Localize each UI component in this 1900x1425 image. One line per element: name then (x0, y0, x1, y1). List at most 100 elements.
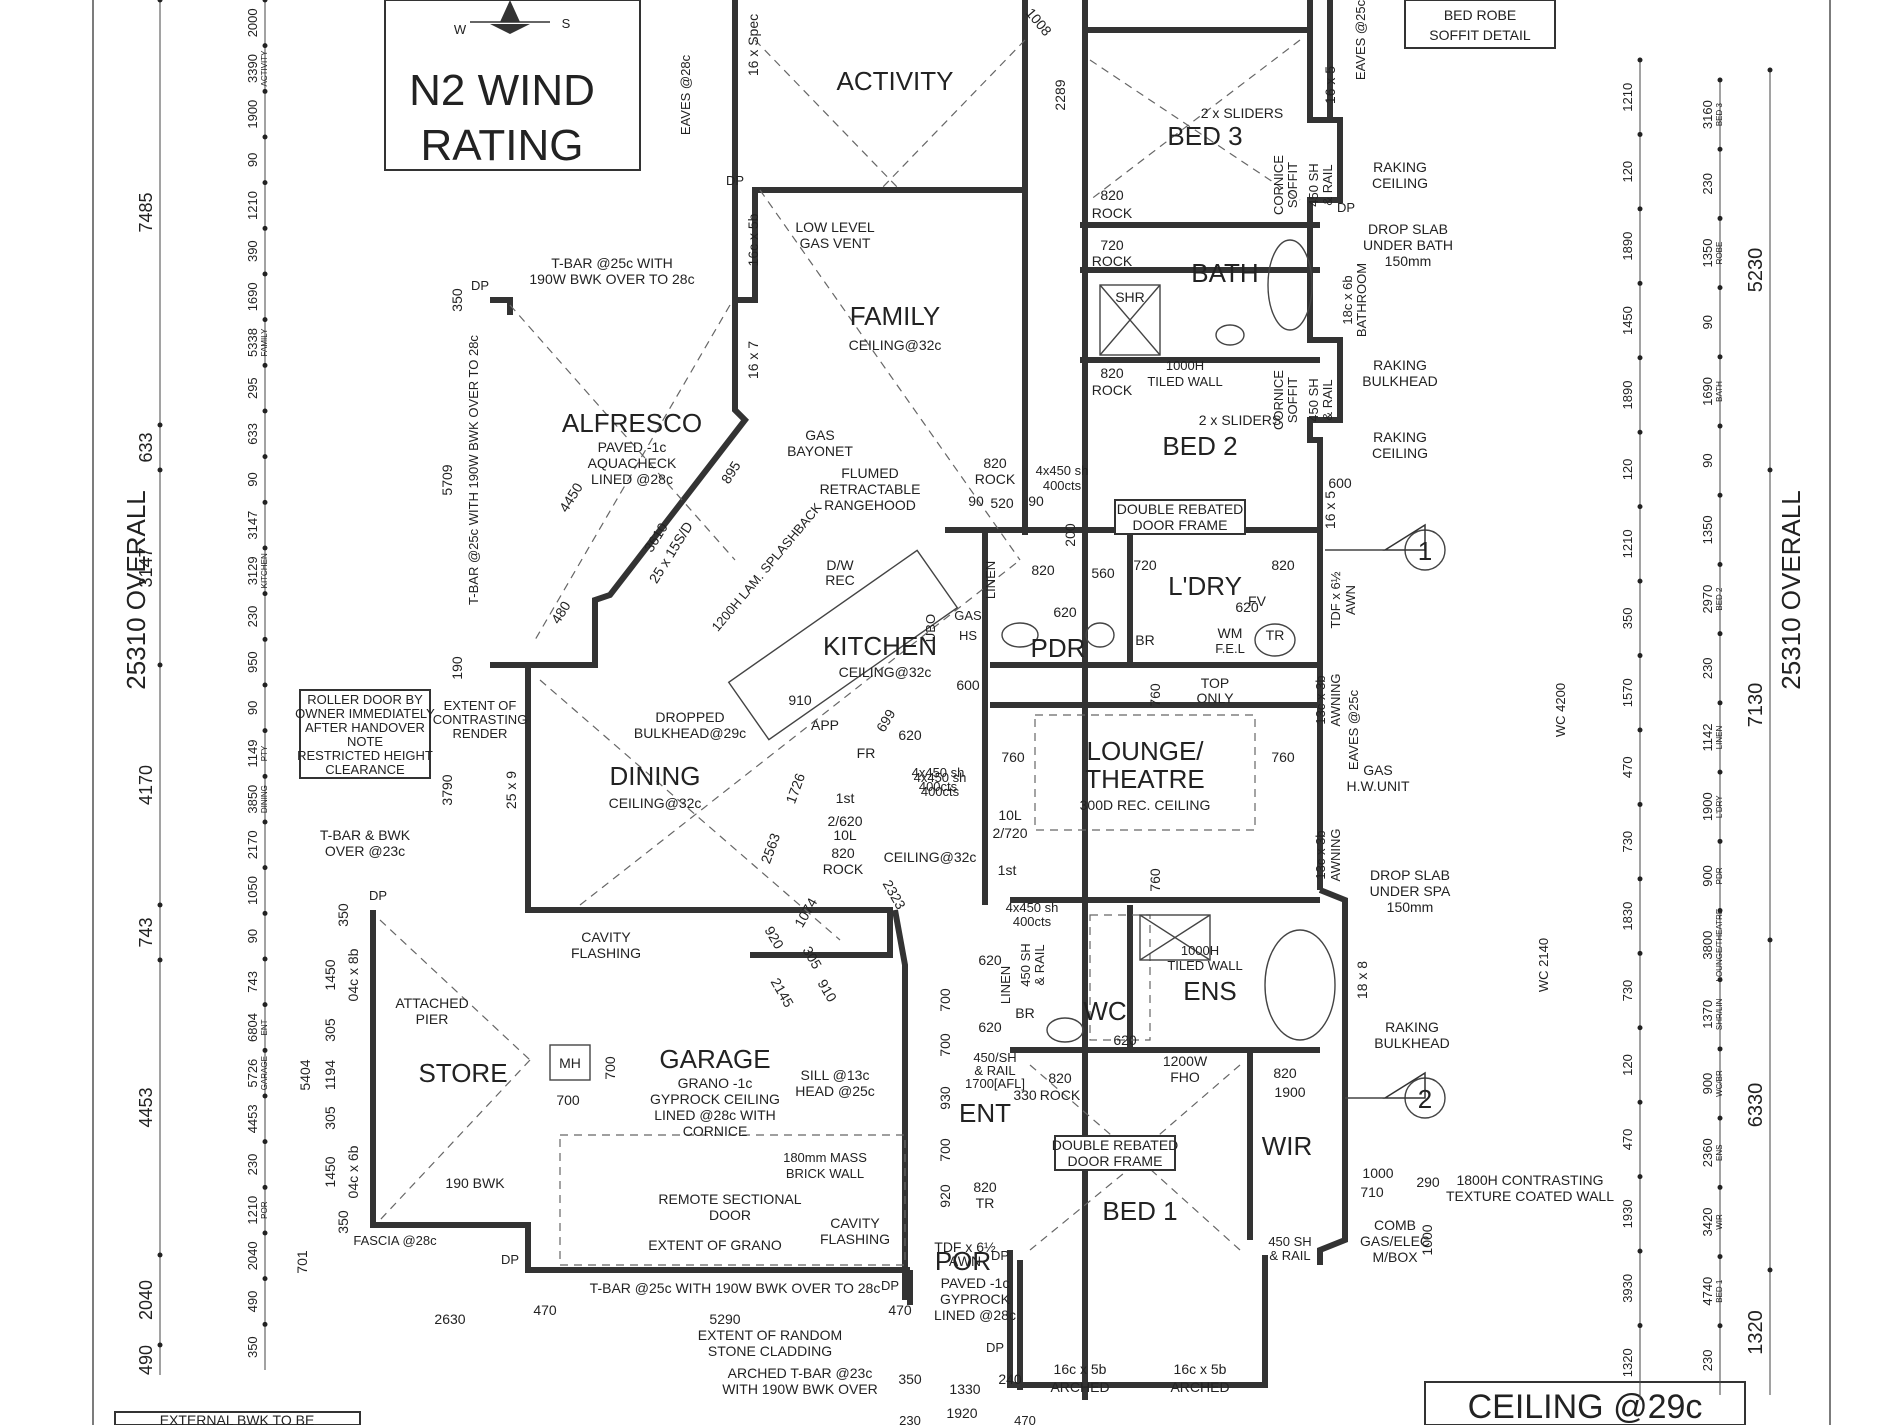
dim-dp5: DP (501, 1252, 519, 1267)
dim-16c5b: 16c x 5b (745, 213, 761, 266)
dimension-tick (157, 662, 163, 668)
garage-note3: LINED @28c WITH (654, 1107, 776, 1123)
note-splash: 1200H LAM. SPLASHBACK (709, 500, 825, 634)
dim-230-bottom: 230 (899, 1413, 921, 1425)
dim-470a: 470 (533, 1302, 557, 1318)
dim-br: BR (1135, 632, 1154, 648)
dim-04c8b: 04c x 8b (345, 948, 361, 1001)
note-bulk1b: BULKHEAD (1362, 373, 1437, 389)
note-grano-ext: EXTENT OF GRANO (648, 1237, 782, 1253)
dimension-tick (1717, 1184, 1723, 1190)
room-ldry: L'DRY (1168, 571, 1242, 601)
dimension-label: 350 (1620, 607, 1635, 629)
dimension-sublabel: FAMILY (260, 328, 269, 357)
dimension-sublabel: PTY (260, 745, 269, 761)
note-topo2: ONLY (1196, 690, 1234, 706)
dim-1900: 1900 (1274, 1084, 1305, 1100)
note-extent3: RENDER (453, 726, 508, 741)
compass-s: S (562, 16, 571, 31)
dimension-label: 1210 (245, 1196, 260, 1225)
dim-290: 290 (1416, 1174, 1440, 1190)
dim-rail3: & RAIL (974, 1063, 1015, 1078)
dimension-sublabel: SHR/LIN (1715, 998, 1724, 1030)
dim-5404: 5404 (297, 1059, 313, 1090)
dimension-tick (262, 1139, 268, 1145)
dimension-label: 2040 (245, 1241, 260, 1270)
dimension-tick (1637, 653, 1643, 659)
compass-w: W (454, 22, 467, 37)
section-marker-1: 1 (1418, 536, 1432, 566)
note-tbar-alfresco1: T-BAR @25c WITH (551, 255, 673, 271)
dimension-tick (1767, 467, 1773, 473)
note-sliders2: 2 x SLIDERS (1199, 412, 1281, 428)
dimension-tick (1637, 950, 1643, 956)
dim-rock1: ROCK (1092, 205, 1133, 221)
dimension-tick (1717, 700, 1723, 706)
dim-04c6b: 04c x 6b (345, 1145, 361, 1198)
dimension-tick (1717, 285, 1723, 291)
dimension-label: 1142 (1700, 724, 1715, 752)
dimension-label: 1050 (245, 876, 260, 905)
dim-305b: 305 (322, 1018, 338, 1042)
dimension-label: 5338 (245, 328, 260, 357)
dimension-tick (262, 636, 268, 642)
room-dining: DINING (610, 761, 701, 791)
dim-400cts-ens: 400cts (1013, 914, 1052, 929)
dim-200: 200 (1062, 523, 1078, 547)
dim-dp7: DP (986, 1340, 1004, 1355)
dim-rail5: & RAIL (1320, 379, 1335, 420)
dim-620d: 620 (978, 1019, 1002, 1035)
dim-rock3: ROCK (1092, 382, 1133, 398)
note-mass2: BRICK WALL (786, 1166, 864, 1181)
note-flumed2: RETRACTABLE (820, 481, 921, 497)
note-dropslab2: UNDER BATH (1363, 237, 1453, 253)
dim-cornice2: CORNICE (1271, 370, 1286, 430)
dimension-label: 900 (1700, 1073, 1715, 1095)
dim-305c: 305 (322, 1106, 338, 1130)
dimension-label: 4453 (136, 1087, 156, 1127)
dimension-label: 390 (245, 240, 260, 262)
dim-305: 305 (800, 943, 826, 971)
dim-1st: 1st (836, 790, 855, 806)
dim-1920: 1920 (946, 1405, 977, 1421)
dim-2630: 2630 (434, 1311, 465, 1327)
note-awn2: AWN (1343, 585, 1358, 615)
note-awn5: 13c x 3b (1313, 830, 1328, 879)
dim-cornice: CORNICE (1271, 155, 1286, 215)
room-kitchen: KITCHEN (823, 631, 937, 661)
dimension-sublabel: PDR (1715, 867, 1724, 884)
note-tbar-side: T-BAR @25c WITH 190W BWK OVER TO 28c (466, 335, 481, 605)
dimension-sublabel: WC/BR (1715, 1070, 1724, 1097)
dim-fel: F.E.L (1215, 641, 1245, 656)
dimension-sublabel: LINEN (1715, 725, 1724, 749)
dim-rail4: & RAIL (1320, 164, 1335, 205)
dim-450sh3: 450/SH (973, 1050, 1016, 1065)
dim-90a: 90 (968, 493, 984, 509)
dim-820e: 820 (1271, 557, 1295, 573)
dimension-tick (1717, 146, 1723, 152)
dimension-label: 490 (245, 1291, 260, 1313)
dim-1330: 1330 (949, 1381, 980, 1397)
dimension-label: 1690 (245, 282, 260, 311)
ceiling-title: CEILING @29c (1468, 1388, 1703, 1425)
dimension-label: 1450 (1620, 306, 1635, 335)
soffit-detail-box (1404, 0, 1556, 49)
dim-10l2: 10L (833, 827, 857, 843)
note-gas-bay2: BAYONET (787, 443, 853, 459)
dim-450sh2: 450 SH (1268, 1234, 1311, 1249)
dim-820c: 820 (983, 455, 1007, 471)
dim-4x450c: 4x450 sh (912, 765, 965, 780)
dim-480: 480 (548, 598, 574, 626)
note-low-gas1: LOW LEVEL (795, 219, 875, 235)
dimension-sublabel: ENS (1715, 1145, 1724, 1161)
dim-90b: 90 (1028, 493, 1044, 509)
dimension-sublabel: ACTIVITY (260, 50, 269, 87)
dimension-label: 470 (1620, 756, 1635, 778)
dimension-tick (1637, 727, 1643, 733)
dimension-tick (262, 454, 268, 460)
dimension-label: 3147 (245, 511, 260, 540)
dim-700d: 700 (556, 1092, 580, 1108)
dimension-label: 1900 (1700, 792, 1715, 821)
room-bed2: BED 2 (1162, 431, 1237, 461)
dimension-tick (262, 1230, 268, 1236)
